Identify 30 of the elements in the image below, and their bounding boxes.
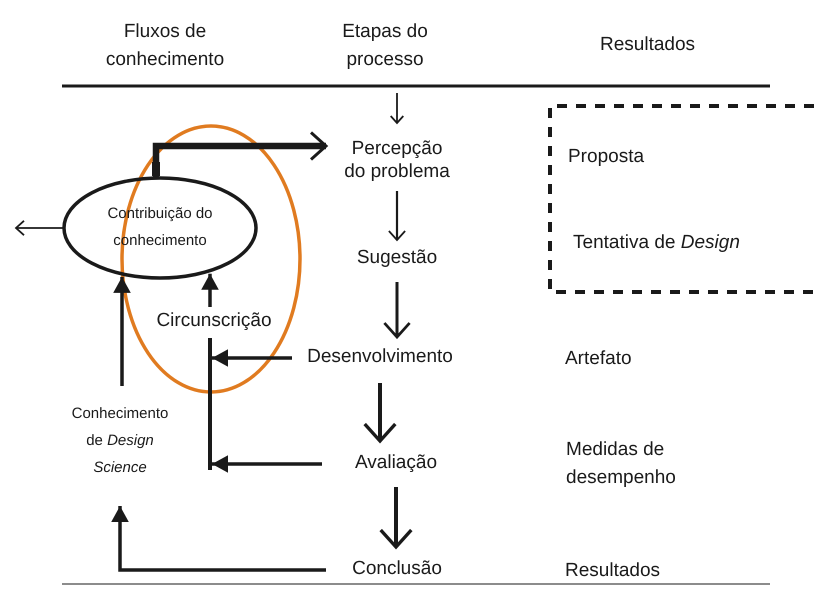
knowledge-label: Conhecimento de Design Science	[62, 400, 178, 484]
column-header: Fluxos de conhecimento	[104, 20, 226, 72]
arrow	[15, 220, 63, 236]
step-label: Conclusão	[336, 557, 458, 581]
arrow	[152, 131, 328, 178]
step-label: Percepção do problema	[340, 137, 454, 183]
step-label: Circunscrição	[148, 309, 280, 333]
arrow	[390, 93, 404, 124]
arrow	[201, 274, 219, 307]
arrow	[383, 282, 411, 338]
arrow	[379, 487, 413, 549]
result-label: Tentativa de Design	[573, 231, 740, 255]
arrow	[363, 383, 397, 443]
arrow	[388, 191, 406, 241]
result-label: Resultados	[565, 559, 662, 583]
arrow	[212, 349, 292, 367]
result-label: Artefato	[565, 347, 633, 371]
step-label: Sugestão	[345, 246, 449, 270]
step-label: Avaliação	[340, 451, 452, 475]
result-label: Proposta	[568, 145, 644, 169]
merge-bar	[208, 338, 212, 470]
column-header: Etapas do processo	[341, 20, 429, 72]
ellipse-node	[62, 176, 258, 280]
dashed-bracket-box	[548, 104, 814, 294]
column-header: Resultados	[600, 33, 696, 57]
arrow	[113, 276, 131, 386]
arrow	[111, 506, 326, 572]
result-label: Medidas de desempenho	[566, 438, 677, 490]
step-label: Desenvolvimento	[295, 345, 465, 369]
arrow	[212, 455, 322, 473]
